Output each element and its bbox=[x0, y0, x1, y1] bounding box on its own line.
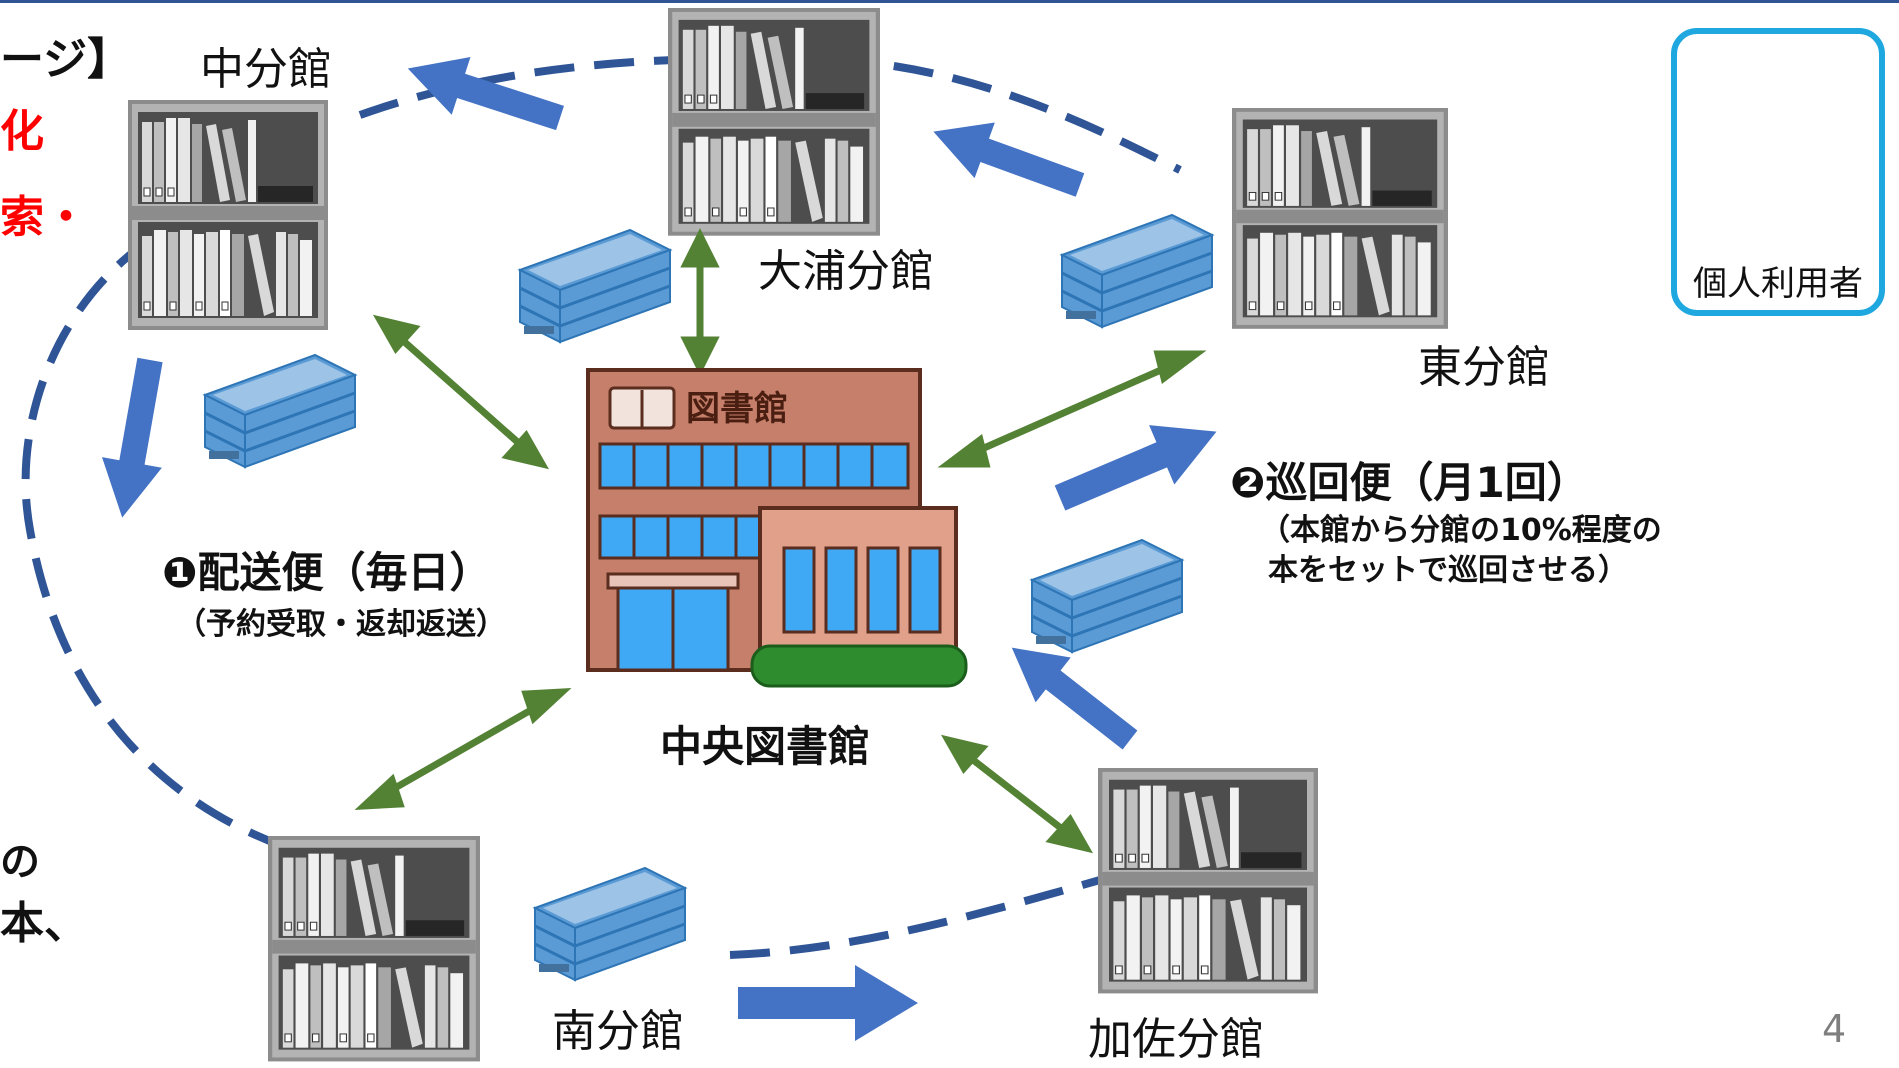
delivery-arrows bbox=[354, 228, 1207, 854]
blue-arrow-to-higashi bbox=[1047, 401, 1230, 528]
green-arrow-naka bbox=[372, 314, 550, 470]
blue-arrow-to-kasa bbox=[738, 965, 918, 1041]
bookshelf-icon-higashi bbox=[1231, 107, 1449, 330]
circulation-desc-2: 本をセットで巡回させる） bbox=[1268, 553, 1628, 588]
library-building-icon: 図書館 bbox=[586, 368, 968, 688]
slide-top-line bbox=[0, 0, 1899, 3]
crate-icon-naka bbox=[203, 353, 357, 469]
circulation-desc-1: （本館から分館の10%程度の bbox=[1260, 513, 1662, 548]
crate-icon-minami bbox=[533, 866, 687, 982]
crate-icon-higashi bbox=[1060, 213, 1214, 329]
green-arrow-kasa bbox=[940, 734, 1094, 854]
central-library-label: 中央図書館 bbox=[660, 722, 871, 771]
delivery-subtitle: （予約受取・返却返送） bbox=[176, 607, 506, 642]
crate-icon-center-right bbox=[1030, 538, 1184, 654]
blue-arrow-down-left bbox=[92, 354, 180, 523]
user-label: 個人利用者 bbox=[1693, 264, 1863, 304]
green-arrow-higashi bbox=[937, 350, 1207, 468]
green-arrow-minami bbox=[354, 687, 572, 811]
bookshelf-icon-kasa bbox=[1097, 767, 1319, 994]
library-sign: 図書館 bbox=[686, 389, 788, 429]
circulation-title: ❷巡回便（月1回） bbox=[1230, 458, 1589, 507]
slide-title-partial: ージ】 bbox=[0, 34, 132, 85]
branch-label-oura: 大浦分館 bbox=[758, 246, 934, 297]
delivery-title: ❶配送便（毎日） bbox=[162, 548, 492, 597]
left-red-text-2: 索・ bbox=[0, 192, 88, 243]
crate-icon-oura bbox=[518, 228, 672, 344]
bookshelf-icon-naka bbox=[127, 99, 329, 331]
branch-label-naka: 中分館 bbox=[200, 44, 332, 95]
branch-label-higashi: 東分館 bbox=[1418, 342, 1550, 393]
user-box: 個人利用者 bbox=[1671, 28, 1885, 316]
branch-label-minami: 南分館 bbox=[552, 1006, 684, 1057]
branch-label-kasa: 加佐分館 bbox=[1088, 1014, 1264, 1065]
bookshelf-icon-minami bbox=[267, 835, 481, 1062]
left-black-text-1: の bbox=[0, 839, 40, 885]
page-number: 4 bbox=[1822, 1007, 1847, 1051]
bookshelf-icon-oura bbox=[667, 7, 881, 237]
left-black-text-2: 本、 bbox=[0, 898, 88, 949]
left-red-text-1: 化 bbox=[0, 106, 44, 157]
green-arrow-oura bbox=[680, 228, 720, 376]
